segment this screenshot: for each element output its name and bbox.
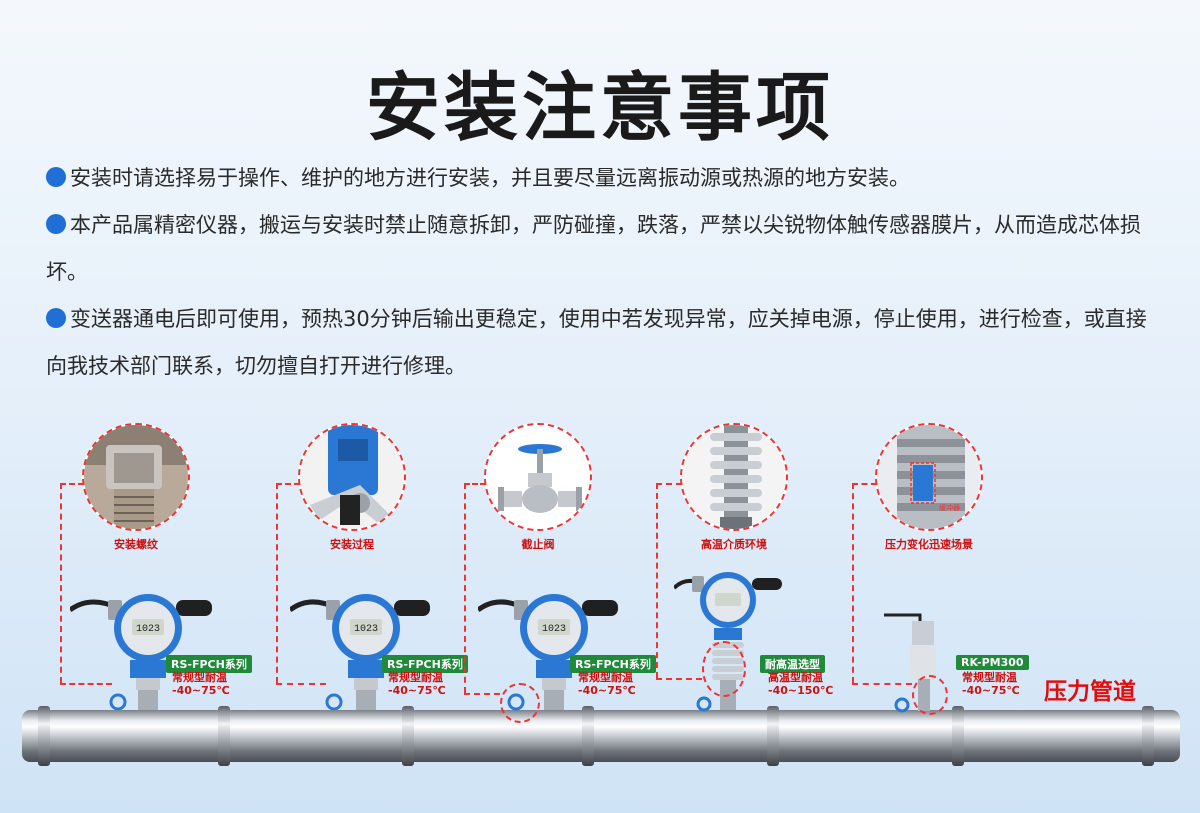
connector-line <box>60 483 84 485</box>
note-text: 变送器通电后即可使用，预热30分钟后输出更稳定，使用中若发现异常，应关掉电源，停… <box>46 307 1147 378</box>
pipe-joint <box>1142 706 1154 766</box>
pipe-joint <box>38 706 50 766</box>
connector-line <box>852 483 854 683</box>
connector-line <box>656 483 658 678</box>
connector-line <box>276 683 326 685</box>
temp-range: -40~75℃ <box>578 684 636 697</box>
temp-spec-label: 常规型耐温 <box>172 671 227 684</box>
lcd-readout: 1023 <box>136 624 160 635</box>
connector-line <box>656 483 682 485</box>
lcd-readout: 1023 <box>542 624 566 635</box>
model-badge: RK-PM300 <box>956 655 1029 670</box>
detail-circle-heatsink <box>680 423 788 531</box>
temp-spec: 高温型耐温-40~150℃ <box>768 671 833 697</box>
pressure-pipe <box>22 706 1180 766</box>
note-text: 本产品属精密仪器，搬运与安装时禁止随意拆卸，严防碰撞，跌落，严禁以尖锐物体触传感… <box>46 213 1141 284</box>
temp-range: -40~75℃ <box>962 684 1020 697</box>
connector-line <box>852 483 877 485</box>
model-badge: 耐高温选型 <box>760 655 825 673</box>
pipe-joint <box>952 706 964 766</box>
detail-circle-valve <box>484 423 592 531</box>
pipe-label: 压力管道 <box>1044 679 1136 705</box>
model-badge: RS-FPCH系列 <box>570 655 656 673</box>
temp-spec: 常规型耐温-40~75℃ <box>578 671 636 697</box>
connector-line <box>276 483 300 485</box>
caption-install: 安装过程 <box>330 538 374 551</box>
temp-spec-label: 常规型耐温 <box>388 671 443 684</box>
temp-spec-label: 常规型耐温 <box>962 671 1017 684</box>
valve-highlight <box>500 683 540 723</box>
temp-range: -40~150℃ <box>768 684 834 697</box>
temp-spec: 常规型耐温-40~75℃ <box>962 671 1020 697</box>
detail-circle-install <box>298 423 406 531</box>
detail-circle-thread <box>82 423 190 531</box>
temp-range: -40~75℃ <box>388 684 446 697</box>
buffer-label: 缓冲器 <box>939 504 960 512</box>
heatsink-highlight <box>702 641 746 697</box>
pipe-joint <box>218 706 230 766</box>
temp-range: -40~75℃ <box>172 684 230 697</box>
transmitter-1: 1023 <box>68 590 220 714</box>
note-item: 本产品属精密仪器，搬运与安装时禁止随意拆卸，严防碰撞，跌落，严禁以尖锐物体触传感… <box>46 202 1166 296</box>
connector-line <box>464 693 500 695</box>
bullet-icon <box>46 308 66 328</box>
temp-spec: 常规型耐温-40~75℃ <box>388 671 446 697</box>
caption-thread: 安装螺纹 <box>114 538 158 551</box>
transmitter-3: 1023 <box>476 590 628 719</box>
connector-line <box>60 483 62 683</box>
lcd-readout: 1023 <box>354 624 378 635</box>
connector-line <box>656 678 702 680</box>
connector-line <box>852 683 912 685</box>
connector-line <box>464 483 466 693</box>
buffer-highlight <box>912 675 948 715</box>
caption-high-temp: 高温介质环境 <box>701 538 767 551</box>
bullet-icon <box>46 167 66 187</box>
pipe-joint <box>402 706 414 766</box>
page-title: 安装注意事项 <box>366 65 834 151</box>
model-badge: RS-FPCH系列 <box>166 655 252 673</box>
temp-spec-label: 高温型耐温 <box>768 671 823 684</box>
connector-line <box>464 483 486 485</box>
transmitter-2: 1023 <box>288 590 440 714</box>
caption-rapid-pressure: 压力变化迅速场景 <box>885 538 973 551</box>
detail-circle-buffer: 缓冲器 <box>875 423 983 531</box>
note-text: 安装时请选择易于操作、维护的地方进行安装，并且要尽量远离振动源或热源的地方安装。 <box>70 166 910 190</box>
pipe-joint <box>582 706 594 766</box>
caption-valve: 截止阀 <box>521 538 555 551</box>
note-item: 变送器通电后即可使用，预热30分钟后输出更稳定，使用中若发现异常，应关掉电源，停… <box>46 296 1166 390</box>
connector-line <box>276 483 278 683</box>
note-item: 安装时请选择易于操作、维护的地方进行安装，并且要尽量远离振动源或热源的地方安装。 <box>46 155 1166 202</box>
installation-scene: 压力管道 安装螺纹 1023 <box>0 415 1200 813</box>
bullet-icon <box>46 214 66 234</box>
pipe-joint <box>767 706 779 766</box>
connector-line <box>60 683 112 685</box>
notes-list: 安装时请选择易于操作、维护的地方进行安装，并且要尽量远离振动源或热源的地方安装。… <box>46 155 1166 390</box>
temp-spec-label: 常规型耐温 <box>578 671 633 684</box>
model-badge: RS-FPCH系列 <box>382 655 468 673</box>
temp-spec: 常规型耐温-40~75℃ <box>172 671 230 697</box>
